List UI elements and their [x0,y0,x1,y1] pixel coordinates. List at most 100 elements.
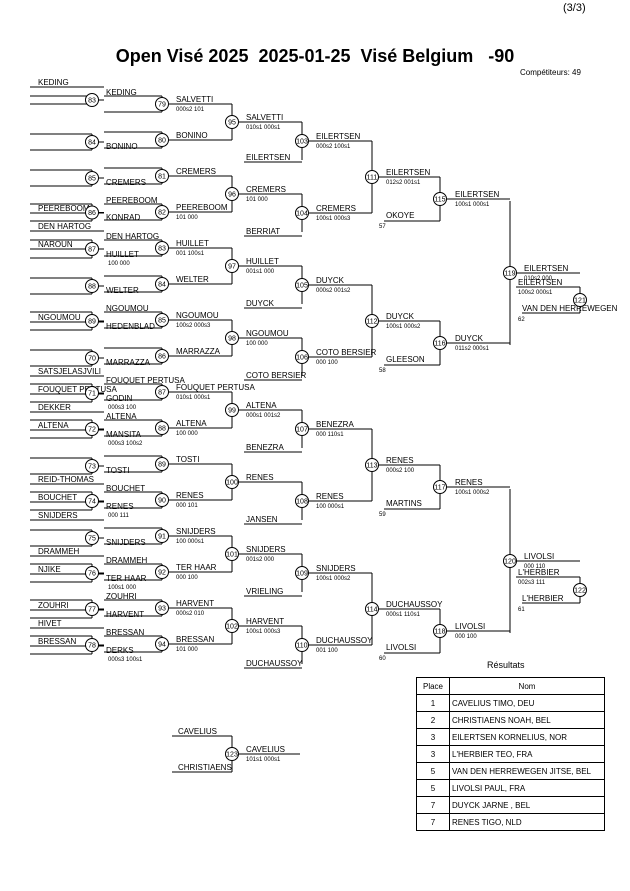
match-score: 001s1 000 [246,269,275,275]
match-number: 81 [158,174,166,181]
match-score: 000 101 [176,503,198,509]
match-number: 87 [158,390,166,397]
match-score: 010s1 000s1 [176,395,211,401]
match-number: 86 [88,210,96,217]
match-number-badge [365,170,379,184]
winner-name: CREMERS [176,167,216,176]
page-title: Open Visé 2025 2025-01-25 Visé Belgium -… [115,46,515,66]
winner-name: PEEREBOOM [176,203,228,212]
entry-name: BOUCHET [38,493,77,502]
competitor-name: HUILLET [106,250,139,259]
match-number: 117 [434,485,445,492]
competitor-name: DUCHAUSSOY [246,659,303,668]
match-number: 92 [158,570,166,577]
competitor-name: GLEESON [386,355,425,364]
match-number-badge [85,638,99,652]
competitor-name: BRESSAN [106,628,144,637]
match-number-badge [155,457,169,471]
match-number: 111 [367,175,378,182]
match-number: 105 [296,283,308,290]
competitor-name: ZOUHRI [106,592,137,601]
match-number: 97 [228,264,236,271]
match-number-badge [85,171,99,185]
winner-name: HARVENT [176,599,214,608]
winner-name: SNIJDERS [176,527,216,536]
competitor-name: BONINO [106,142,138,151]
match-number-badge [85,351,99,365]
competitor-name: L'HERBIER [522,594,564,603]
winner-name: DUCHAUSSOY [386,600,443,609]
winner-name: RENES [176,491,204,500]
match-number: 89 [158,462,166,469]
match-number-badge [225,331,239,345]
winner-name: MARRAZZA [176,347,221,356]
competitor-name: OKOYE [386,211,414,220]
match-score: 000 110s1 [316,432,344,438]
match-score: 000s1 110s1 [386,612,421,618]
match-number-badge [85,566,99,580]
match-number: 82 [158,210,166,217]
match-number: 86 [158,354,166,361]
match-score: 101 000 [176,215,198,221]
match-score: 000s2 100s1 [316,144,351,150]
match-score: 000 110 [524,564,546,570]
winner-name: EILERTSEN [455,190,500,199]
winner-name: SALVETTI [246,113,283,122]
competitor-name: EILERTSEN [518,278,563,287]
entry-name: DRAMMEH [38,547,80,556]
match-number: 87 [88,247,96,254]
match-number: 84 [158,282,166,289]
match-number-badge [85,494,99,508]
winner-name: CAVELIUS [246,745,285,754]
competitor-name: GODIN [106,394,132,403]
results-header-row: Place Nom [416,677,605,695]
match-number-badge [573,293,587,307]
match-number-badge [365,314,379,328]
match-number-badge [295,422,309,436]
match-score: 001 100 [316,648,338,654]
competitor-name: VRIELING [246,587,283,596]
match-number: 116 [434,341,445,348]
match-number-badge [85,279,99,293]
entry-name: REID-THOMAS [38,475,94,484]
result-name: LIVOLSI PAUL, FRA [449,779,605,797]
winner-name: EILERTSEN [386,168,431,177]
match-number-badge [155,277,169,291]
match-number-badge [225,403,239,417]
match-number: 93 [158,606,166,613]
competitor-name: CAVELIUS [178,727,217,736]
entry-name: ALTENA [38,421,69,430]
winner-name: HARVENT [246,617,284,626]
match-score: 000 100 [455,634,477,640]
winner-name: EILERTSEN [316,132,361,141]
match-number-badge [225,475,239,489]
entry-name: DEKKER [38,403,71,412]
match-score: 000s2 001s2 [316,288,351,294]
competitor-name: NGOUMOU [106,304,149,313]
match-number: 104 [296,211,308,218]
entry-name: ZOUHRI [38,601,69,610]
match-number-badge [225,747,239,761]
winner-name: BENEZRA [316,420,354,429]
match-number-badge [295,638,309,652]
match-number-badge [433,336,447,350]
match-number: 95 [228,120,236,127]
match-number-badge [155,493,169,507]
competitor-name: BENEZRA [246,443,284,452]
winner-name: RENES [246,473,274,482]
winner-name: FOUQUET PERTUSA [176,383,255,392]
competitor-count: Compétiteurs: 49 [520,68,581,77]
match-score: 001s2 000 [246,557,275,563]
winner-name: HUILLET [176,239,209,248]
match-number-badge [85,602,99,616]
winner-name: ALTENA [246,401,277,410]
match-number: 113 [366,463,377,470]
match-number-badge [155,313,169,327]
winner-name: DUYCK [455,334,484,343]
match-number: 122 [574,588,586,595]
match-number-badge [573,583,587,597]
